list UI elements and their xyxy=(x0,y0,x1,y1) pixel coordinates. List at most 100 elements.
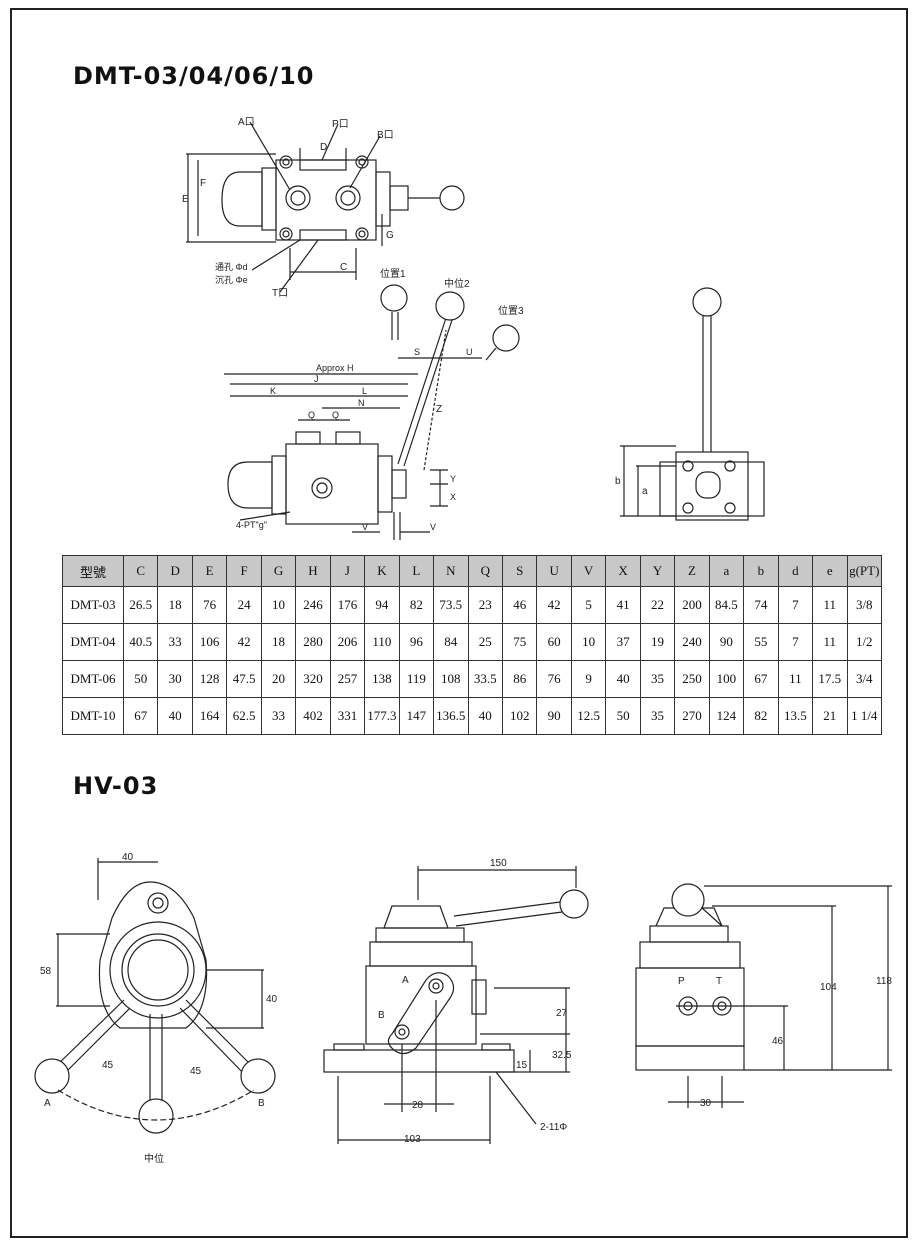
table-cell: 75 xyxy=(501,623,538,661)
label-pt-g: 4-PT"g" xyxy=(236,520,267,530)
table-cell: 25 xyxy=(467,623,503,661)
table-cell: 12.5 xyxy=(570,697,607,735)
table-cell: 50 xyxy=(122,660,159,698)
table-header: L xyxy=(398,555,435,587)
table-cell: 270 xyxy=(674,697,710,735)
label-port-a: A口 xyxy=(238,117,255,128)
label-hv-dim-30: 30 xyxy=(700,1098,712,1109)
label-position2: 中位2 xyxy=(444,277,470,290)
table-row: DMT-10 67 40 164 62.5 33 402 331 177.3 1… xyxy=(62,697,883,735)
label-hv-dim-46: 46 xyxy=(772,1036,784,1047)
label-hv-center: 中位 xyxy=(144,1152,164,1165)
table-cell: 90 xyxy=(536,697,572,735)
table-cell: 246 xyxy=(295,586,331,624)
table-cell: 86 xyxy=(501,660,538,698)
table-cell: 35 xyxy=(639,697,676,735)
label-hv-dim-28: 28 xyxy=(412,1100,424,1111)
table-cell: 82 xyxy=(398,586,435,624)
table-cell: DMT-06 xyxy=(62,660,124,698)
table-cell: 20 xyxy=(260,660,297,698)
table-cell: 40 xyxy=(157,697,193,735)
table-cell: 102 xyxy=(501,697,538,735)
label-hv-dim-27: 27 xyxy=(556,1008,568,1019)
table-cell: 23 xyxy=(467,586,503,624)
table-header: E xyxy=(191,555,228,587)
table-cell: 55 xyxy=(743,623,779,661)
label-dim-z: Z xyxy=(436,404,442,415)
page-frame xyxy=(10,8,908,1238)
table-header: V xyxy=(570,555,607,587)
table-cell: 240 xyxy=(674,623,710,661)
label-hv-a: A xyxy=(44,1098,51,1109)
label-through-hole: 通孔 Φd xyxy=(215,262,248,272)
label-hv-dim-40-side: 40 xyxy=(266,994,278,1005)
label-hv-port-a: A xyxy=(402,975,409,986)
table-cell: 10 xyxy=(260,586,297,624)
table-cell: 200 xyxy=(674,586,710,624)
table-header: N xyxy=(433,555,469,587)
label-hv-port-t: T xyxy=(716,976,722,987)
label-hv-b: B xyxy=(258,1098,265,1109)
table-cell: 90 xyxy=(708,623,745,661)
table-cell: 100 xyxy=(708,660,745,698)
label-dim-e: E xyxy=(182,194,189,205)
table-cell: 82 xyxy=(743,697,779,735)
label-dim-l: L xyxy=(362,386,367,396)
label-hv-dim-15: 15 xyxy=(516,1060,528,1071)
table-cell: 18 xyxy=(157,586,193,624)
table-cell: 42 xyxy=(226,623,262,661)
table-cell: 1/2 xyxy=(846,623,883,661)
table-header: d xyxy=(777,555,814,587)
table-header: C xyxy=(122,555,159,587)
table-cell: 11 xyxy=(812,623,848,661)
label-dim-u: U xyxy=(466,347,473,357)
table-cell: 42 xyxy=(536,586,572,624)
table-header-row: 型號 C D E F G H J K L N Q S U V X Y Z a b… xyxy=(62,555,883,587)
label-dim-s: S xyxy=(414,347,420,357)
table-header: S xyxy=(501,555,538,587)
table-cell: 110 xyxy=(364,623,400,661)
table-header: D xyxy=(157,555,193,587)
label-hv-port-b: B xyxy=(378,1010,385,1021)
table-cell: DMT-04 xyxy=(62,623,124,661)
table-cell: 250 xyxy=(674,660,710,698)
table-cell: 94 xyxy=(364,586,400,624)
table-cell: 26.5 xyxy=(122,586,159,624)
label-hv-dim-32-5: 32.5 xyxy=(552,1050,572,1061)
dmt-side-view-drawing: 位置1 中位2 位置3 Approx H J K L N Q Q S U Z Y… xyxy=(224,267,524,540)
table-header: a xyxy=(708,555,745,587)
label-dim-q-left: Q xyxy=(308,410,315,420)
table-cell: 108 xyxy=(433,660,469,698)
label-hv-dim-150: 150 xyxy=(490,858,507,869)
section-title-dmt: DMT-03/04/06/10 xyxy=(73,62,315,90)
label-dim-g: G xyxy=(386,230,394,241)
label-hv-dim-40-top: 40 xyxy=(122,852,134,863)
table-cell: DMT-10 xyxy=(62,697,124,735)
table-cell: 21 xyxy=(812,697,848,735)
label-dim-q-right: Q xyxy=(332,410,339,420)
label-dim-d: D xyxy=(320,142,327,153)
label-hv-dim-104: 104 xyxy=(820,982,837,993)
label-dim-b: b xyxy=(615,476,621,487)
label-dim-c: C xyxy=(340,262,347,273)
label-position1: 位置1 xyxy=(380,267,406,280)
dmt-top-view-drawing: A口 P口 B口 通孔 Φd 沉孔 Φe T口 C D E F G xyxy=(182,117,465,299)
table-cell: 1 1/4 xyxy=(846,697,883,735)
label-port-p: P口 xyxy=(332,119,349,130)
table-cell: 9 xyxy=(570,660,607,698)
table-cell: 37 xyxy=(605,623,641,661)
table-header: X xyxy=(605,555,641,587)
dmt-front-view-drawing: b a xyxy=(615,287,765,521)
label-hv-holes: 2-11Φ xyxy=(540,1122,567,1133)
table-cell: 74 xyxy=(743,586,779,624)
table-cell: 138 xyxy=(364,660,400,698)
hv-side-view-drawing: 150 A B 27 32.5 15 28 103 2-11Φ xyxy=(323,858,589,1145)
table-cell: 40.5 xyxy=(122,623,159,661)
table-header: b xyxy=(743,555,779,587)
table-cell: 320 xyxy=(295,660,331,698)
table-header: g(PT) xyxy=(846,555,883,587)
label-dim-n: N xyxy=(358,398,365,408)
table-header: F xyxy=(226,555,262,587)
label-hv-angle-right: 45 xyxy=(190,1066,202,1077)
label-dim-j: J xyxy=(314,374,319,384)
